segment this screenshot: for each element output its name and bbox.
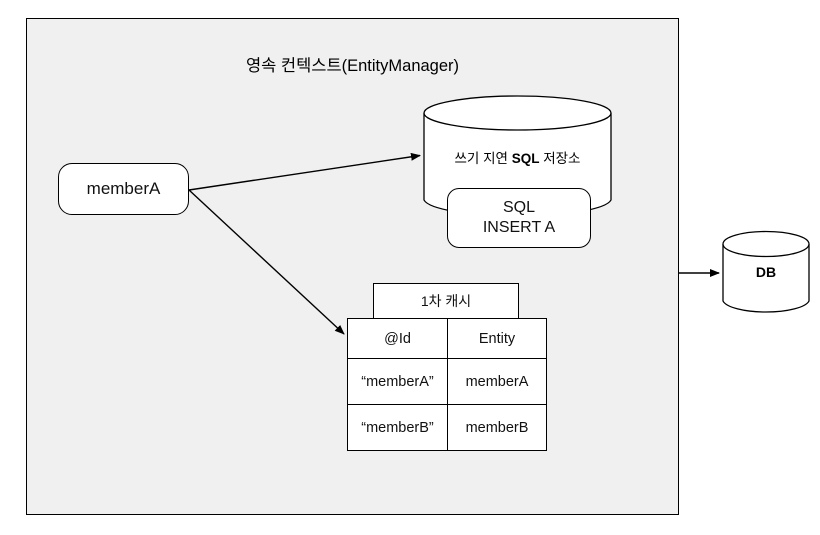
table-row: “memberA” memberA [347,358,547,405]
sql-insert-statement-box: SQL INSERT A [447,188,591,248]
table-header-row: @Id Entity [347,318,547,359]
entity-node-membera: memberA [58,163,189,215]
sql-store-label: 쓰기 지연 SQL 저장소 [423,147,612,167]
sql-store-label-prefix: 쓰기 지연 [454,151,512,166]
sql-store-label-suffix: 저장소 [539,151,581,166]
table-row: “memberB” memberB [347,404,547,451]
cell-id: “memberA” [347,358,448,405]
column-header-entity: Entity [447,318,547,359]
first-level-cache-caption-label: 1차 캐시 [420,293,472,309]
database-cylinder [722,230,810,315]
cell-id: “memberB” [347,404,448,451]
sql-insert-line-1: SQL [502,198,535,216]
column-header-id: @Id [347,318,448,359]
database-label: DB [755,264,777,280]
cell-entity: memberB [447,404,547,451]
entity-node-label: memberA [86,179,161,198]
sql-insert-line-2: INSERT A [482,219,556,236]
sql-store-label-bold: SQL [511,151,540,166]
cell-entity: memberA [447,358,547,405]
first-level-cache-caption: 1차 캐시 [373,283,519,319]
persistence-context-title: 영속 컨텍스트(EntityManager) [245,57,460,75]
first-level-cache-table: @Id Entity “memberA” memberA “memberB” m… [347,318,547,451]
